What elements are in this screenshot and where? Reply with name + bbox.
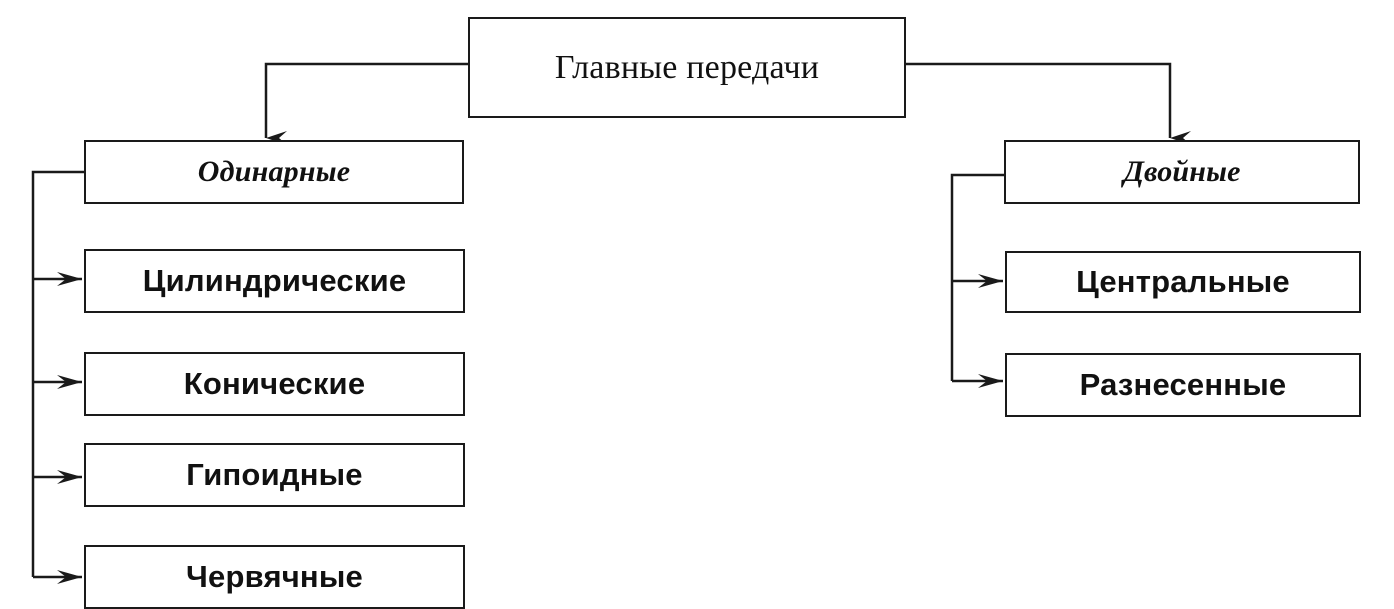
item-label-conical: Конические	[183, 366, 366, 401]
group-box-single: Одинарные	[84, 140, 464, 204]
group-label-single: Одинарные	[197, 155, 351, 188]
item-box-central: Центральные	[1005, 251, 1361, 313]
root-label: Главные передачи	[554, 48, 820, 86]
item-box-cylindrical: Цилиндрические	[84, 249, 465, 313]
item-label-hypoid: Гипоидные	[186, 457, 363, 492]
connector-root-to-double	[906, 62, 1191, 145]
item-label-cylindrical: Цилиндрические	[142, 263, 407, 298]
item-box-worm: Червячные	[84, 545, 465, 609]
connector-double-trunk	[950, 173, 1004, 381]
item-label-central: Центральные	[1076, 264, 1290, 299]
item-box-conical: Конические	[84, 352, 465, 416]
group-box-double: Двойные	[1004, 140, 1360, 204]
connector-single-trunk	[31, 170, 84, 577]
root-box: Главные передачи	[468, 17, 906, 118]
item-label-separate: Разнесенные	[1079, 367, 1287, 402]
group-label-double: Двойные	[1123, 155, 1241, 188]
item-label-worm: Червячные	[186, 559, 363, 594]
item-box-separate: Разнесенные	[1005, 353, 1361, 417]
connector-root-to-single	[264, 62, 468, 145]
item-box-hypoid: Гипоидные	[84, 443, 465, 507]
